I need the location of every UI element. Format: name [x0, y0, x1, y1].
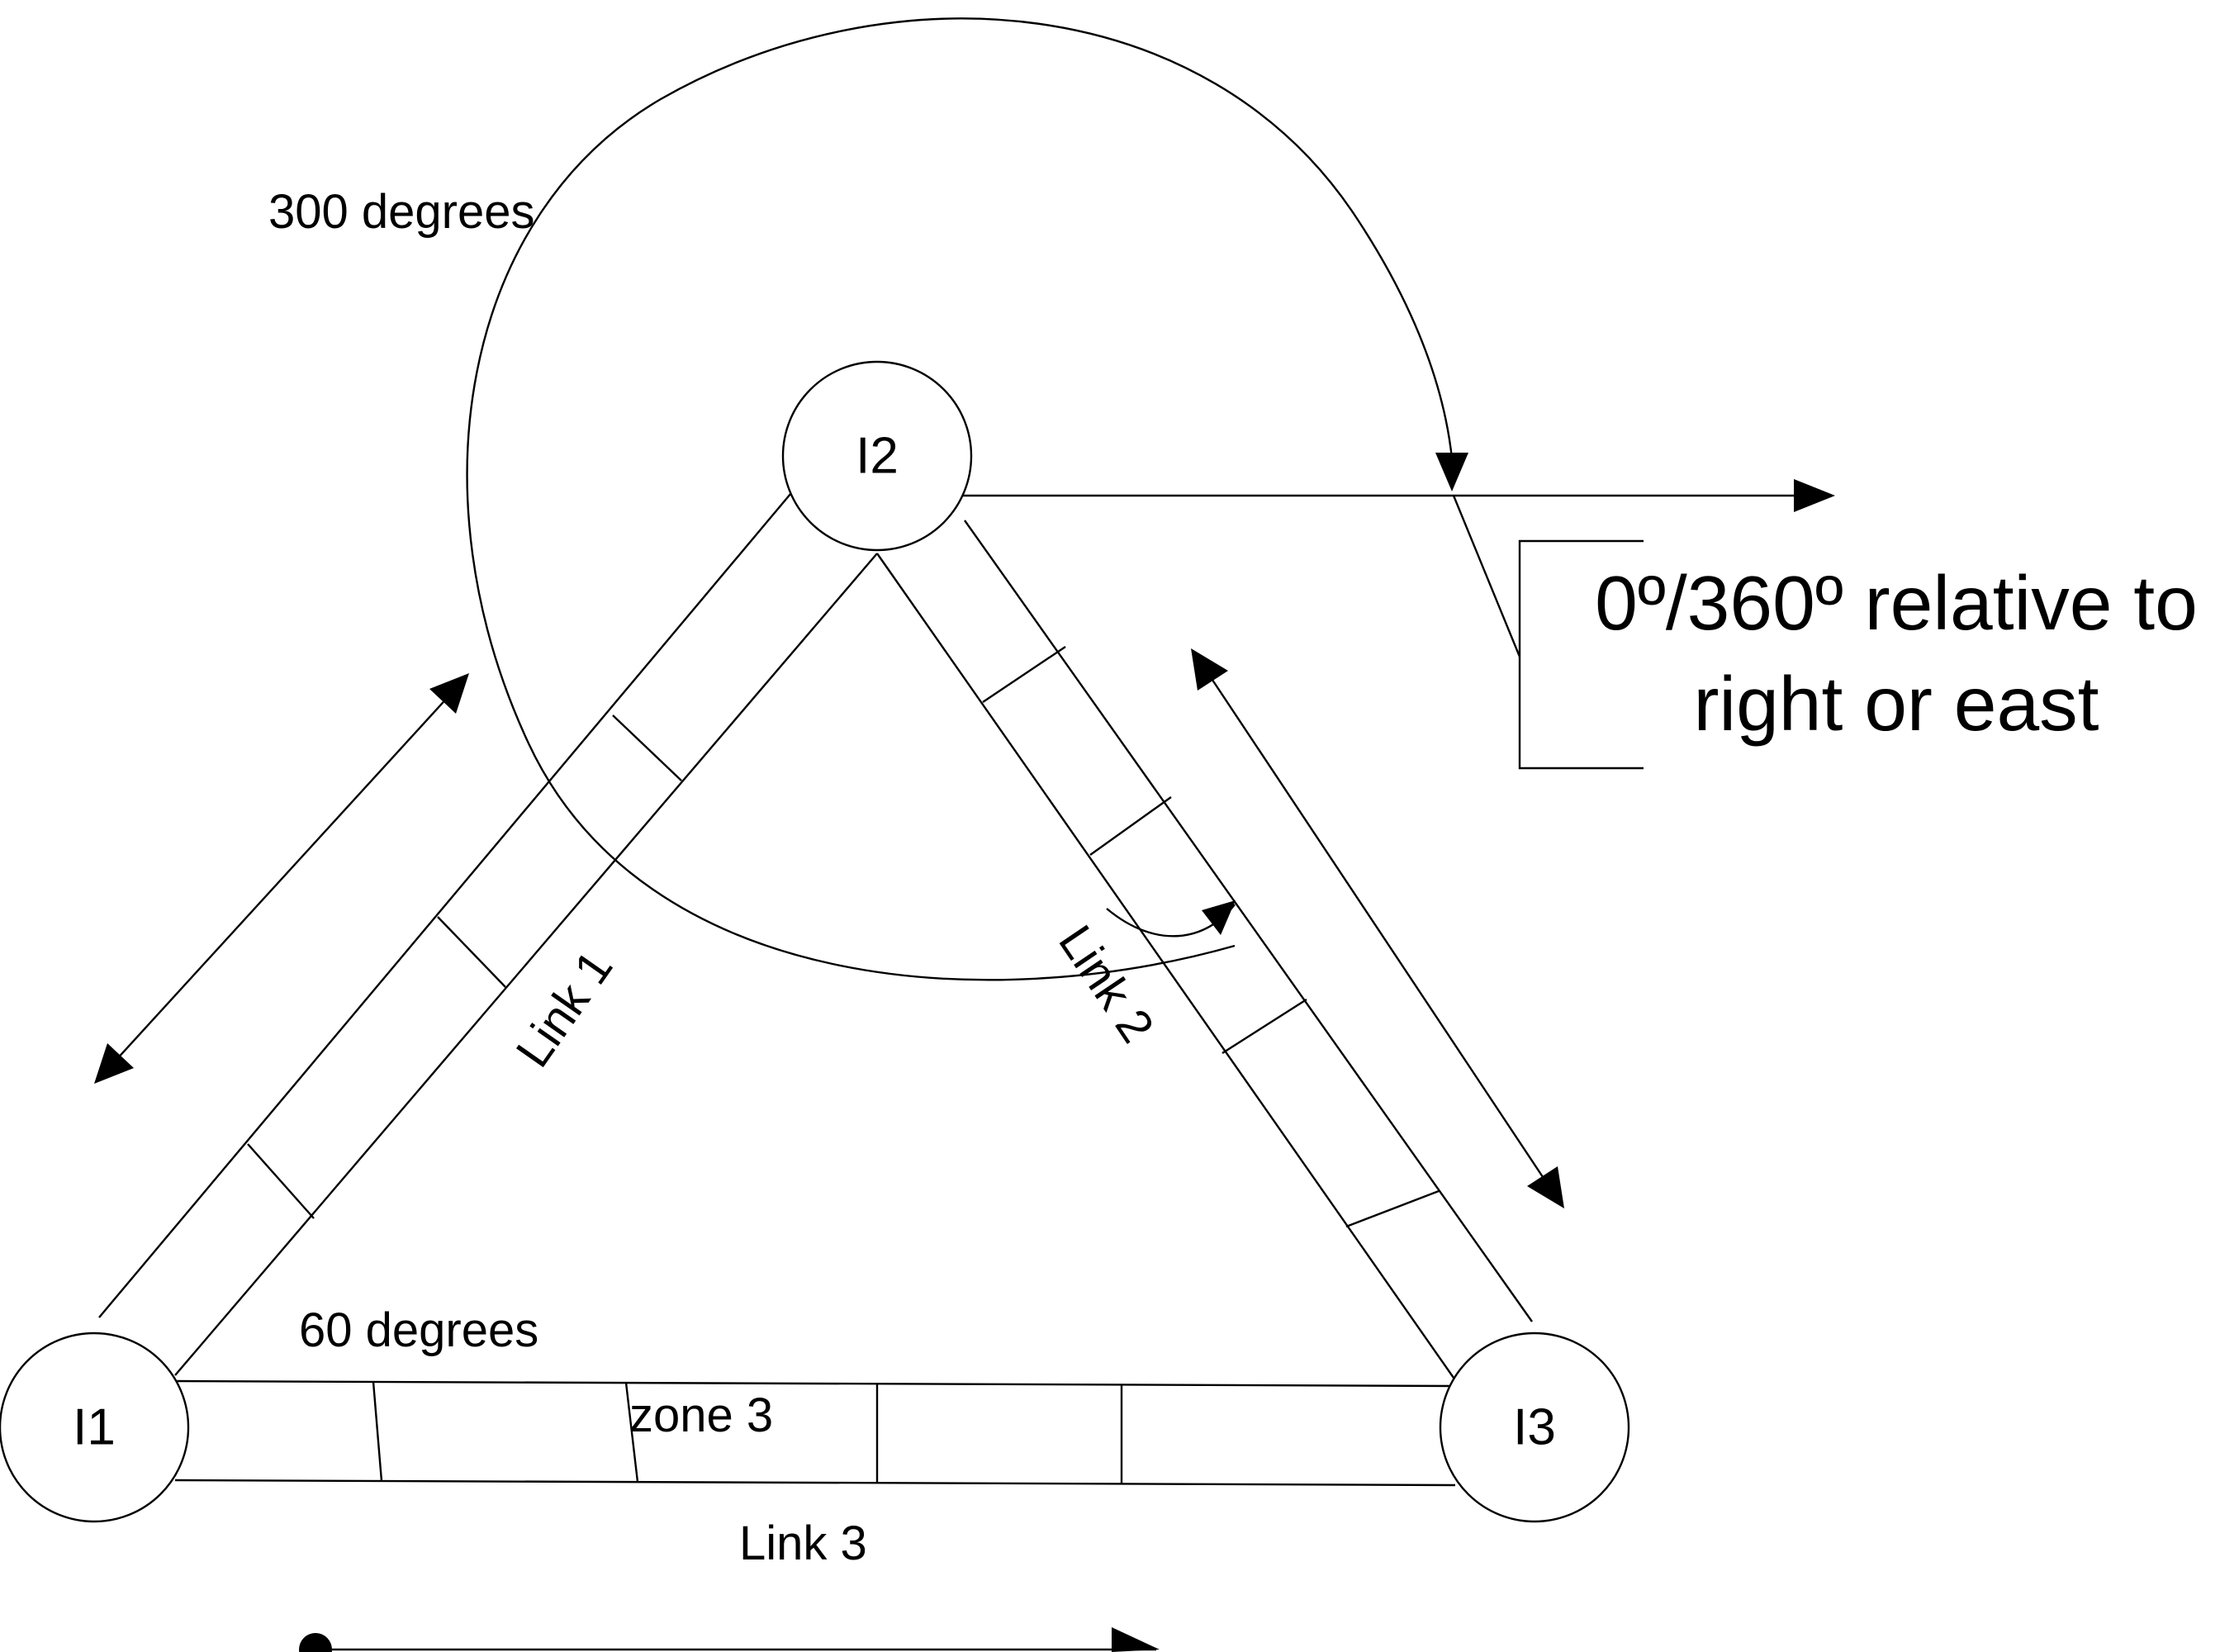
angle-300-arrowhead [1435, 453, 1468, 491]
zone-divider [624, 1382, 639, 1483]
angle-300-arc [466, 17, 1468, 981]
link-1-label: Link 1 [505, 941, 623, 1076]
angle-60-arc [1106, 900, 1236, 938]
callout-line-2: right or east [1693, 661, 2099, 747]
link-1-arrowhead-up [429, 673, 469, 714]
link-2-direction-arrow [1193, 652, 1562, 1205]
node-i3-label: I3 [1513, 1399, 1556, 1456]
node-i2: I2 [781, 360, 973, 552]
node-i3: I3 [1439, 1332, 1630, 1523]
node-i1-label: I1 [73, 1399, 116, 1456]
angle-300-label: 300 degrees [268, 185, 534, 239]
callout-bracket [1452, 495, 1644, 770]
node-i1: I1 [0, 1332, 190, 1523]
link-3 [174, 1379, 1456, 1487]
zone-divider [1345, 1189, 1440, 1228]
east-reference-arrow [960, 479, 1835, 512]
link-1 [98, 482, 878, 1376]
link-1-direction-arrow [97, 675, 468, 1081]
zone-divider [1221, 998, 1307, 1055]
link-2 [876, 520, 1533, 1379]
zone-divider [372, 1381, 383, 1482]
link-2-arrowhead-up [1191, 648, 1228, 691]
link-1-arrowhead-down [94, 1043, 134, 1084]
zone-divider [437, 916, 506, 988]
zone-divider [1089, 796, 1172, 856]
zone-divider [612, 714, 682, 781]
bottom-direction-arrow [299, 1627, 1160, 1652]
link-2-label: Link 2 [1048, 916, 1164, 1052]
zone-divider [982, 646, 1066, 703]
zone-3-label: zone 3 [629, 1389, 773, 1442]
link-2-arrowhead-down [1527, 1166, 1564, 1208]
node-i2-label: I2 [856, 428, 899, 485]
callout-line-1: 0º/360º relative to [1595, 560, 2198, 646]
angle-60-arrowhead [1202, 900, 1236, 935]
zone-divider [247, 1143, 315, 1219]
angle-60-label: 60 degrees [299, 1303, 538, 1357]
link-3-label: Link 3 [739, 1517, 867, 1570]
